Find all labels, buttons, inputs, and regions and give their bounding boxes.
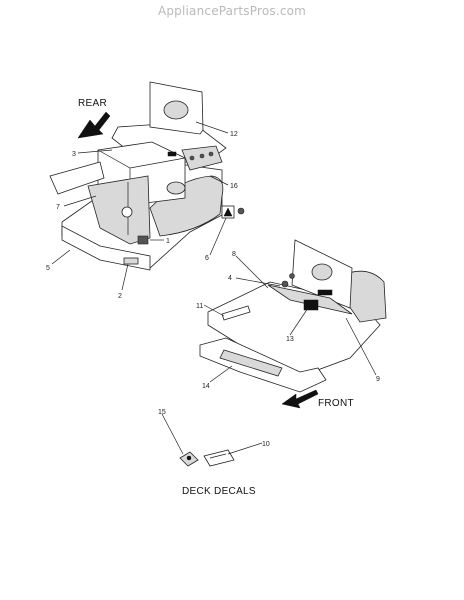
deck-decals-loose (179, 449, 235, 467)
front-direction-arrow (281, 389, 319, 409)
gas-cap (166, 181, 186, 195)
callout-5: 5 (46, 265, 50, 272)
callout-9: 9 (376, 376, 380, 383)
callout-numbers: 1 2 3 4 5 6 7 8 9 10 11 12 13 14 15 16 (46, 131, 380, 448)
decal-8 (289, 273, 295, 279)
lever-knob (121, 206, 133, 218)
rear-assembly (49, 81, 227, 271)
callout-15: 15 (158, 409, 166, 416)
leader-lines (51, 121, 377, 455)
rear-direction-arrow (77, 111, 111, 139)
upright-cutout (311, 263, 333, 281)
rear-label: REAR (78, 98, 107, 109)
callout-10: 10 (262, 441, 270, 448)
decal-10 (203, 449, 235, 467)
front-label: FRONT (318, 398, 354, 409)
front-arrow-icon (281, 389, 319, 409)
callout-2: 2 (118, 293, 122, 300)
callout-14: 14 (202, 383, 210, 390)
callout-12: 12 (230, 131, 238, 138)
side-rail-11 (221, 305, 251, 321)
brand-decal-14 (219, 349, 283, 377)
callout-6: 6 (205, 255, 209, 262)
callout-4: 4 (228, 275, 232, 282)
control-panel (267, 284, 353, 315)
rear-arrow-icon (77, 111, 111, 139)
seat-back-cutout (163, 100, 189, 120)
callout-8: 8 (232, 251, 236, 258)
watermark-text: AppliancePartsPros.com (157, 4, 307, 18)
front-assembly (199, 239, 387, 393)
decal-1 (137, 235, 149, 245)
callout-3: 3 (72, 151, 76, 158)
callout-7: 7 (56, 204, 60, 211)
callout-11: 11 (196, 303, 203, 310)
decal-13-grid (303, 299, 319, 311)
callout-16: 16 (230, 183, 238, 190)
callout-1: 1 (166, 238, 170, 245)
decal-6-group (221, 205, 245, 219)
rear-mat-3 (49, 161, 105, 195)
callout-13: 13 (286, 336, 294, 343)
deck-decals-caption: DECK DECALS (182, 486, 256, 497)
decal-2 (123, 257, 139, 265)
decal-4 (281, 280, 289, 288)
